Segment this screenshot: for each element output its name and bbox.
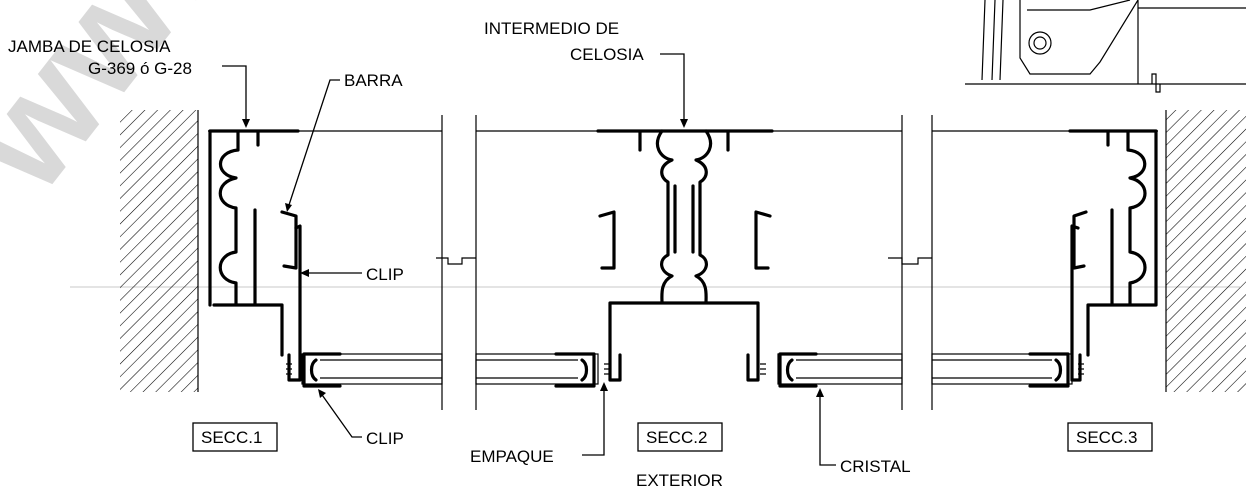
label-clip-lower: CLIP (366, 429, 404, 448)
label-jamba-line2: G-369 ó G-28 (88, 59, 192, 78)
leader-lines (222, 53, 836, 466)
label-cristal: CRISTAL (840, 457, 911, 476)
label-exterior: EXTERIOR (636, 471, 723, 490)
section-label-3: SECC.3 (1076, 428, 1137, 447)
label-clip-upper: CLIP (366, 265, 404, 284)
glass-panels (301, 353, 1073, 385)
label-intermedio-line1: INTERMEDIO DE (484, 19, 619, 38)
section-label-1: SECC.1 (201, 428, 262, 447)
intermediate-profile (596, 129, 774, 382)
section-box-2: SECC.2 (637, 422, 723, 452)
label-empaque: EMPAQUE (470, 447, 554, 466)
jamb-profile-left (208, 129, 302, 382)
right-wall-hatch (1166, 110, 1246, 392)
glazing-clips (302, 352, 1070, 388)
label-jamba-line1: JAMBA DE CELOSIA (8, 37, 171, 56)
gaskets (286, 363, 1084, 375)
section-box-3: SECC.3 (1067, 422, 1153, 452)
break-lines (436, 115, 933, 410)
section-box-1: SECC.1 (192, 422, 278, 452)
label-intermedio-line2: CELOSIA (570, 45, 644, 64)
section-label-2: SECC.2 (646, 428, 707, 447)
left-wall-hatch (120, 110, 198, 392)
jamb-profile-right (1068, 129, 1158, 382)
label-barra: BARRA (344, 71, 403, 90)
upper-right-detail (965, 0, 1246, 93)
